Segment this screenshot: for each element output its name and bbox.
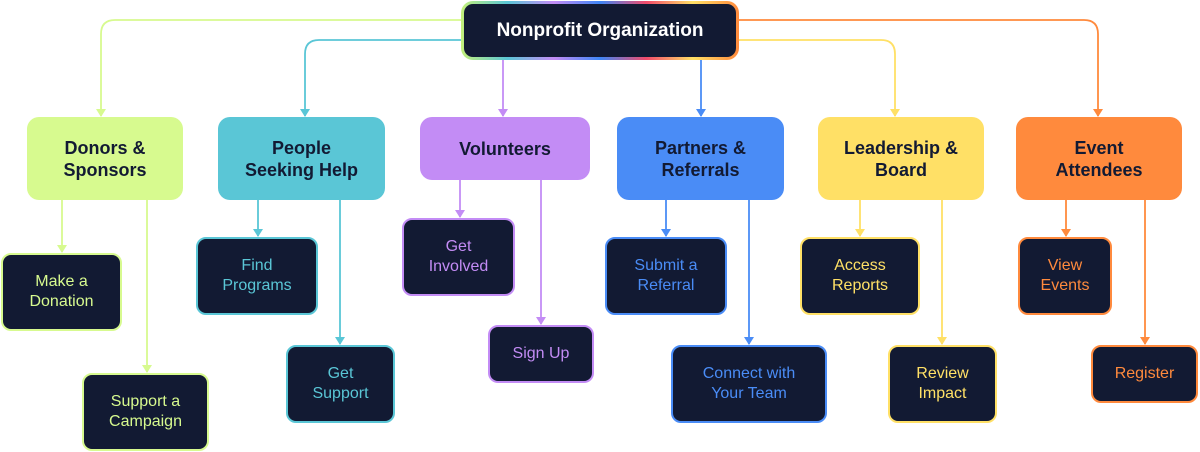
action-support-a-campaign: Support a Campaign [82, 373, 209, 451]
connector-leadership-and-board [739, 39, 896, 116]
arrowhead-people-seeking-help [300, 109, 310, 117]
arrowhead-event-attendees [1093, 109, 1103, 117]
arrowhead-make-a-donation [57, 245, 67, 253]
arrowhead-access-reports [855, 229, 865, 237]
arrowhead-connect-with-your-team [744, 337, 754, 345]
action-access-reports: Access Reports [800, 237, 920, 315]
arrowhead-donors-and-sponsors [96, 109, 106, 117]
action-find-programs: Find Programs [196, 237, 318, 315]
category-event-attendees: Event Attendees [1016, 117, 1182, 200]
category-partners-and-referrals: Partners & Referrals [617, 117, 784, 200]
arrowhead-partners-and-referrals [696, 109, 706, 117]
category-donors-and-sponsors: Donors & Sponsors [27, 117, 183, 200]
action-get-support: Get Support [286, 345, 395, 423]
action-view-events: View Events [1018, 237, 1112, 315]
action-make-a-donation: Make a Donation [1, 253, 122, 331]
arrowhead-view-events [1061, 229, 1071, 237]
arrowhead-volunteers [498, 109, 508, 117]
arrowhead-register [1140, 337, 1150, 345]
action-get-involved: Get Involved [402, 218, 515, 296]
connector-people-seeking-help [304, 39, 461, 116]
arrowhead-find-programs [253, 229, 263, 237]
connector-donors-and-sponsors [100, 19, 461, 116]
action-connect-with-your-team: Connect with Your Team [671, 345, 827, 423]
arrowhead-support-a-campaign [142, 365, 152, 373]
arrowhead-review-impact [937, 337, 947, 345]
arrowhead-get-support [335, 337, 345, 345]
action-register: Register [1091, 345, 1198, 403]
action-review-impact: Review Impact [888, 345, 997, 423]
action-submit-a-referral: Submit a Referral [605, 237, 727, 315]
root-node: Nonprofit Organization [461, 1, 739, 60]
category-people-seeking-help: People Seeking Help [218, 117, 385, 200]
category-volunteers: Volunteers [420, 117, 590, 180]
action-sign-up: Sign Up [488, 325, 594, 383]
connector-event-attendees [739, 19, 1099, 116]
arrowhead-leadership-and-board [890, 109, 900, 117]
arrowhead-get-involved [455, 210, 465, 218]
arrowhead-sign-up [536, 317, 546, 325]
category-leadership-and-board: Leadership & Board [818, 117, 984, 200]
arrowhead-submit-a-referral [661, 229, 671, 237]
